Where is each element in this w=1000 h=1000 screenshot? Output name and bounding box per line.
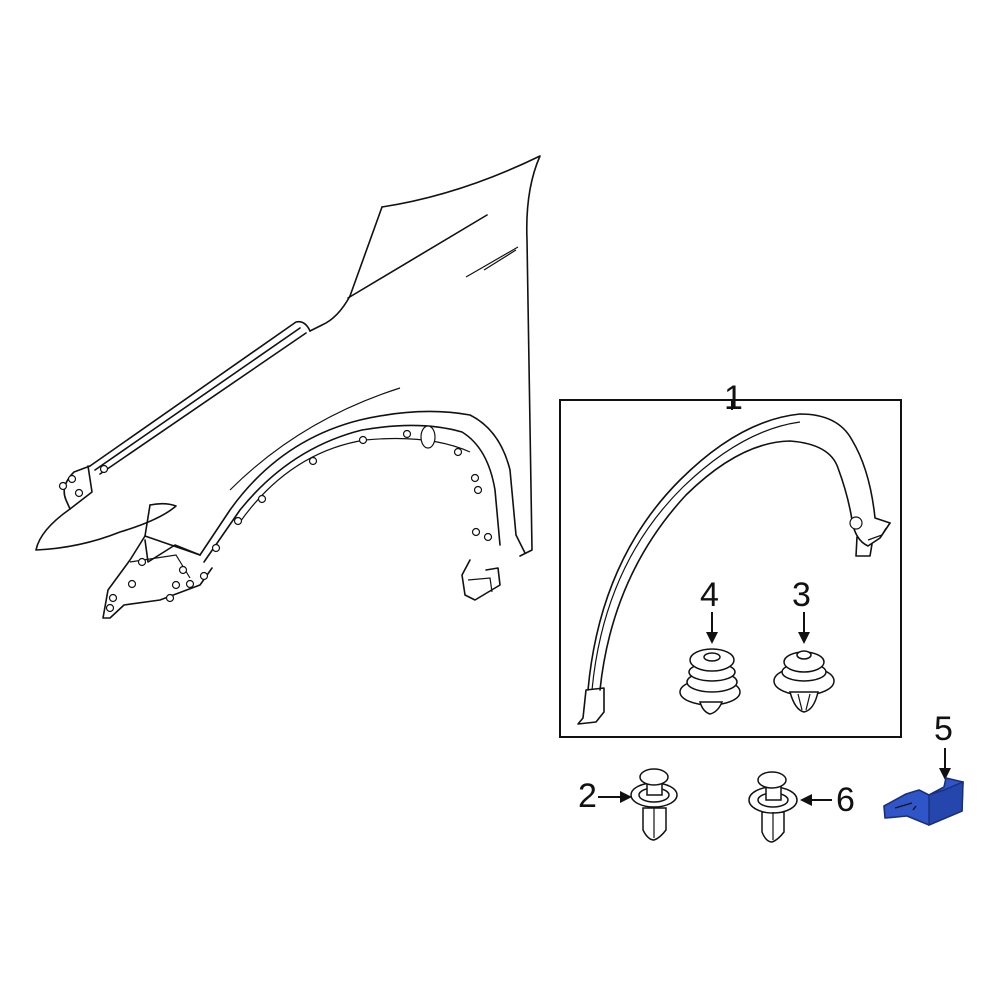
assembly-box <box>559 399 902 738</box>
callout-1-group: 1 <box>559 379 902 738</box>
part-2-clip: 2 <box>578 768 678 841</box>
fender-drawing <box>35 155 541 619</box>
part-5-bracket: 5 <box>883 710 964 827</box>
callout-label-1: 1 <box>724 379 743 417</box>
callout-label-4: 4 <box>700 576 719 614</box>
part-6-clip: 6 <box>748 771 855 843</box>
callout-label-5: 5 <box>934 710 953 748</box>
part-4-grommet: 4 <box>679 576 741 715</box>
callout-label-2: 2 <box>578 777 597 815</box>
part-3-grommet: 3 <box>773 576 835 713</box>
wheel-opening-molding-drawing <box>577 413 891 725</box>
callout-label-6: 6 <box>836 781 855 819</box>
callout-label-3: 3 <box>792 576 811 614</box>
